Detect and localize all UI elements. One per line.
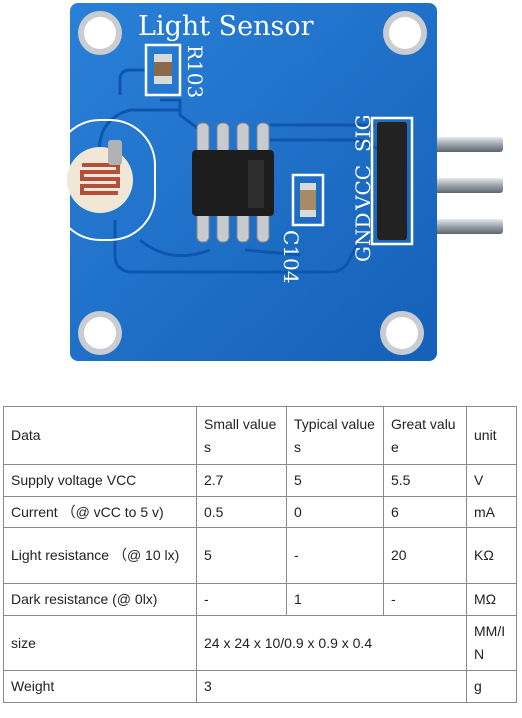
row-great: 20 bbox=[383, 527, 467, 584]
row-unit: KΩ bbox=[466, 527, 517, 584]
row-great: - bbox=[383, 583, 467, 616]
header-cell: Data bbox=[3, 406, 197, 465]
photoresistor bbox=[54, 119, 156, 241]
spec-table: Data Small values Typical values Great v… bbox=[3, 406, 517, 703]
table-row: Dark resistance (@ 0lx) - 1 - MΩ bbox=[3, 583, 517, 616]
row-label: Weight bbox=[3, 670, 197, 703]
row-great: 6 bbox=[383, 496, 467, 528]
header-cell: Great value bbox=[383, 406, 467, 465]
row-great: 5.5 bbox=[383, 464, 467, 497]
mounting-holes bbox=[78, 11, 427, 355]
row-unit: V bbox=[466, 464, 517, 497]
row-unit: MΩ bbox=[466, 583, 517, 616]
row-unit: mA bbox=[466, 496, 517, 528]
sensor-module-photo: Light Sensor R103 C1 bbox=[54, 3, 503, 361]
row-typical: 0 bbox=[286, 496, 384, 528]
row-small: - bbox=[196, 583, 287, 616]
table-row: Current （@ vCC to 5 v) 0.5 0 6 mA bbox=[3, 496, 517, 528]
row-label: Light resistance （@ 10 lx) bbox=[3, 527, 197, 584]
capacitor-label: C104 bbox=[279, 230, 303, 283]
row-small: 2.7 bbox=[196, 464, 287, 497]
header-cell: unit bbox=[466, 406, 517, 465]
row-small: 0.5 bbox=[196, 496, 287, 528]
pin-header bbox=[370, 116, 414, 246]
row-label: Current （@ vCC to 5 v) bbox=[3, 496, 197, 528]
resistor-r103 bbox=[144, 43, 182, 97]
table-row-size: size 24 x 24 x 10/0.9 x 0.9 x 0.4 MM/IN bbox=[3, 615, 517, 671]
row-typical: 5 bbox=[286, 464, 384, 497]
header-cell: Typical values bbox=[286, 406, 384, 465]
capacitor-c104 bbox=[291, 173, 325, 227]
ic-chip bbox=[192, 122, 274, 243]
table-row: Light resistance （@ 10 lx) 5 - 20 KΩ bbox=[3, 527, 517, 584]
row-typical: - bbox=[286, 527, 384, 584]
weight-value: 3 bbox=[196, 670, 467, 703]
pin-label-vcc: VCC bbox=[351, 165, 375, 211]
row-small: 5 bbox=[196, 527, 287, 584]
row-label: Dark resistance (@ 0lx) bbox=[3, 583, 197, 616]
row-unit: MM/IN bbox=[466, 615, 517, 671]
row-label: size bbox=[3, 615, 197, 671]
size-value: 24 x 24 x 10/0.9 x 0.9 x 0.4 bbox=[196, 615, 467, 671]
pin-label-gnd: GND bbox=[351, 212, 375, 262]
table-row: Supply voltage VCC 2.7 5 5.5 V bbox=[3, 464, 517, 497]
table-row-weight: Weight 3 g bbox=[3, 670, 517, 703]
row-label: Supply voltage VCC bbox=[3, 464, 197, 497]
header-cell: Small values bbox=[196, 406, 287, 465]
table-header-row: Data Small values Typical values Great v… bbox=[3, 406, 517, 465]
resistor-label: R103 bbox=[183, 45, 207, 98]
row-typical: 1 bbox=[286, 583, 384, 616]
board-title: Light Sensor bbox=[138, 11, 314, 42]
pin-label-sig: SIG bbox=[351, 114, 375, 152]
row-unit: g bbox=[466, 670, 517, 703]
